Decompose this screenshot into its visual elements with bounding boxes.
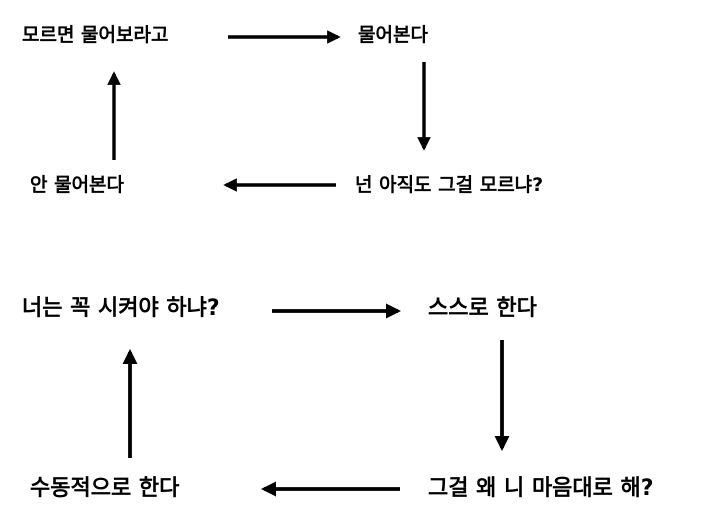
node-bottom-right: 그걸 왜 니 마음대로 해? (428, 476, 654, 501)
node-top-right: 물어본다 (358, 24, 428, 46)
node-bottom-left: 수동적으로 한다 (30, 476, 180, 501)
node-top-left: 너는 꼭 시켜야 하냐? (22, 296, 220, 321)
node-top-right: 스스로 한다 (428, 296, 537, 321)
node-top-left: 모르면 물어보라고 (22, 24, 169, 46)
node-bottom-right: 넌 아직도 그걸 모르냐? (355, 174, 544, 196)
node-bottom-left: 안 물어본다 (30, 174, 125, 196)
